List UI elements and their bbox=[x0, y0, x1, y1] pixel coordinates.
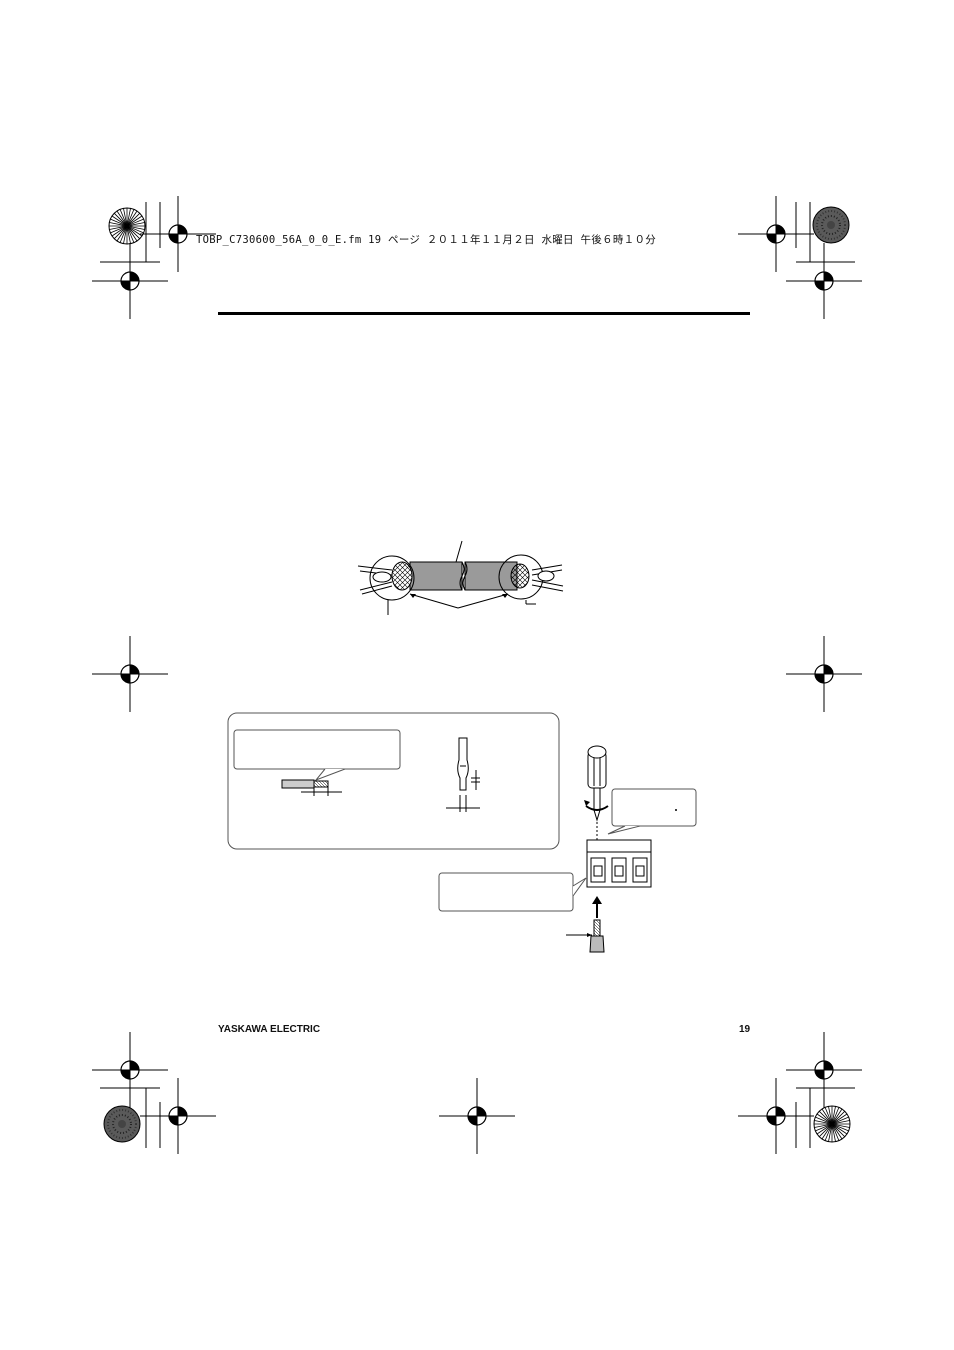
print-info-header: TOBP_C730600_56A_0_0_E.fm 19 ページ ２０１１年１１… bbox=[196, 234, 657, 246]
footer-page-number: 19 bbox=[739, 1024, 751, 1035]
header-rule bbox=[218, 312, 750, 315]
footer-company: YASKAWA ELECTRIC bbox=[218, 1024, 321, 1035]
